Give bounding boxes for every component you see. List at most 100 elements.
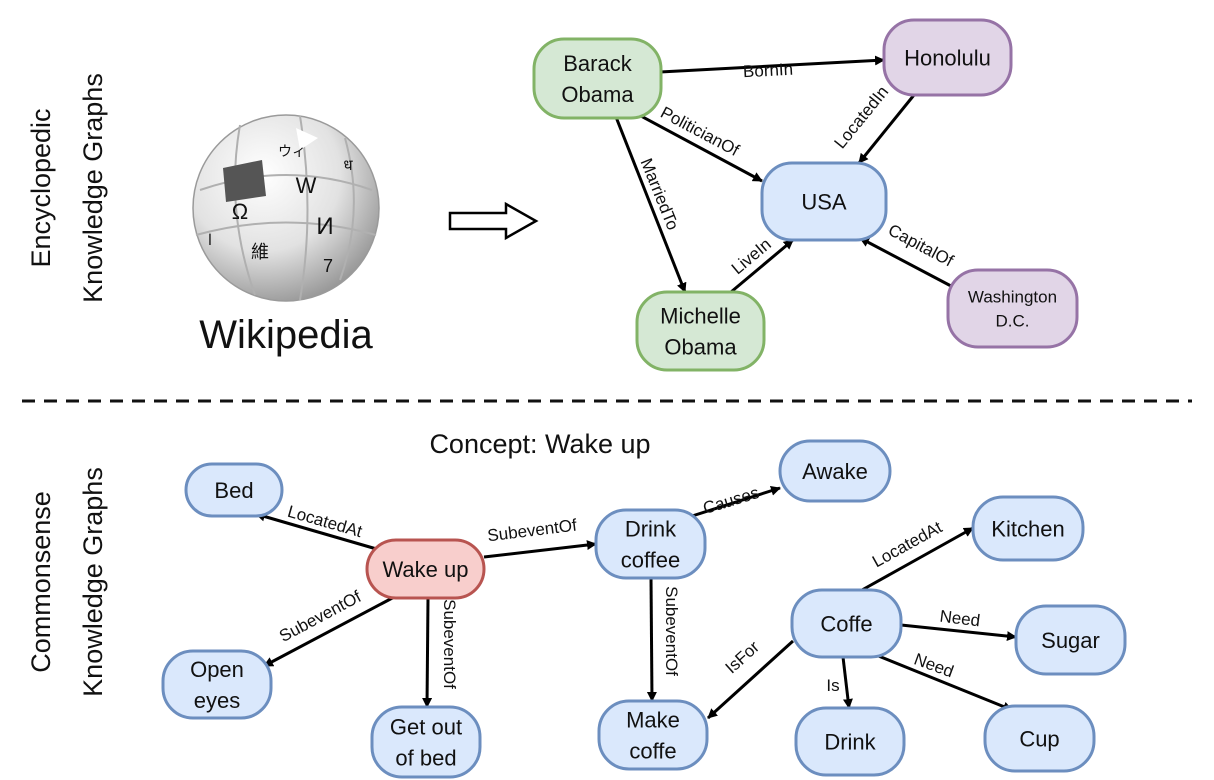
edge-subevent-get-out [422, 597, 433, 708]
node-label: USA [801, 189, 847, 214]
node-drink: Drink [794, 706, 906, 777]
node-label: Make [626, 708, 680, 733]
node-box [635, 290, 766, 372]
commonsense-label-line2: Knowledge Graphs [78, 467, 108, 697]
edge-is [841, 656, 853, 709]
node-box [790, 588, 903, 659]
node-box [594, 508, 707, 580]
edge-label-need-cup: Need [911, 650, 956, 682]
globe-glyph-dha: ध [343, 157, 353, 174]
globe-glyph-i: И [316, 213, 333, 240]
globe-glyph-wei: 維 [251, 242, 269, 262]
encyclopedic-section-label: Encyclopedic Knowledge Graphs [26, 73, 108, 303]
node-label: Wake up [382, 557, 468, 582]
concept-title: Concept: Wake up [429, 429, 650, 459]
node-label: Honolulu [904, 45, 991, 70]
node-label: coffee [621, 547, 681, 572]
node-box [597, 699, 709, 771]
node-open-eyes: Open eyes [161, 649, 273, 720]
node-sugar: Sugar [1014, 604, 1127, 676]
edge-label-subevent-make-coffe: SubeventOf [662, 586, 681, 676]
edge-label-capital-of: CapitalOf [885, 220, 957, 270]
node-make-coffe: Make coffe [597, 699, 709, 771]
globe-glyph-omega: Ω [232, 199, 248, 224]
node-awake: Awake [778, 439, 892, 503]
node-wakeup: Wake up [365, 538, 486, 600]
globe-glyph-wi: ウィ [278, 143, 306, 159]
edge-label-is: Is [826, 676, 839, 695]
edge-live-in [730, 238, 794, 294]
node-label: Coffe [820, 611, 872, 636]
node-kitchen: Kitchen [971, 495, 1085, 562]
edges [255, 55, 1017, 720]
edge-label-live-in: LiveIn [728, 235, 775, 279]
node-label: Obama [664, 334, 737, 359]
node-box [760, 161, 888, 242]
edge-label-is-for: IsFor [722, 637, 764, 677]
node-box [971, 495, 1085, 562]
node-coffe: Coffe [790, 588, 903, 659]
encyclopedic-label-line1: Encyclopedic [26, 108, 56, 267]
node-box [983, 704, 1096, 773]
node-label: Open [190, 657, 244, 682]
edge-label-subevent-drink-coffee: SubeventOf [486, 516, 578, 546]
node-label: Obama [561, 82, 634, 107]
node-drink-coffee: Drink coffee [594, 508, 707, 580]
edge-label-located-in: LocatedIn [831, 82, 893, 152]
edge-need-sugar [900, 623, 1017, 642]
node-box [946, 268, 1079, 349]
node-box [161, 649, 273, 720]
edge-married-to [614, 116, 687, 293]
encyclopedic-label-line2: Knowledge Graphs [78, 73, 108, 303]
node-cup: Cup [983, 704, 1096, 773]
node-label: Michelle [660, 304, 741, 329]
node-honolulu: Honolulu [882, 18, 1013, 97]
edge-politician-of [625, 106, 763, 183]
node-label: Bed [214, 478, 253, 503]
node-bed: Bed [184, 462, 284, 518]
node-box [1014, 604, 1127, 676]
node-label: Cup [1019, 726, 1059, 751]
nodes: BarackObamaHonoluluUSAMichelleObamaWashi… [161, 18, 1127, 779]
node-label: Sugar [1041, 628, 1100, 653]
node-usa: USA [760, 161, 888, 242]
edge-located-at-kitchen [861, 526, 974, 592]
edge-is-for [706, 639, 795, 720]
edge-born-in [659, 55, 885, 74]
edge-subevent-drink-coffee [483, 540, 597, 559]
edge-label-need-sugar: Need [939, 607, 982, 631]
globe-glyph-alif: ا [208, 232, 212, 249]
commonsense-label-line1: Commonsense [26, 491, 56, 673]
node-get-out: Get out of bed [370, 705, 482, 779]
wikipedia-label: Wikipedia [199, 313, 373, 357]
node-box [778, 439, 892, 503]
node-label: D.C. [996, 312, 1030, 331]
edge-causes [688, 485, 781, 519]
edge-label-born-in: BornIn [743, 60, 794, 82]
edge-label-married-to: MarriedTo [637, 156, 683, 233]
node-box [365, 538, 486, 600]
commonsense-section-label: Commonsense Knowledge Graphs [26, 467, 108, 697]
node-label: coffe [629, 738, 676, 763]
node-label: Get out [390, 715, 462, 740]
edge-located-in [857, 94, 916, 164]
globe-glyph-w: W [296, 173, 317, 198]
node-label: Drink [824, 729, 876, 754]
globe-glyph-seven: 7 [323, 256, 333, 276]
edge-capital-of [859, 236, 952, 288]
transform-arrow-icon [448, 201, 539, 241]
node-label: Drink [625, 517, 677, 542]
node-label: Awake [802, 459, 868, 484]
node-box [794, 706, 906, 777]
node-label: of bed [395, 745, 456, 770]
edge-subevent-make-coffe [646, 576, 657, 702]
edge-label-causes: Causes [701, 483, 762, 518]
node-label: Kitchen [991, 516, 1064, 541]
edge-label-subevent-get-out: SubeventOf [440, 599, 459, 689]
edge-need-cup [875, 653, 1013, 712]
node-label: Washington [968, 288, 1057, 307]
node-label: eyes [194, 688, 240, 713]
